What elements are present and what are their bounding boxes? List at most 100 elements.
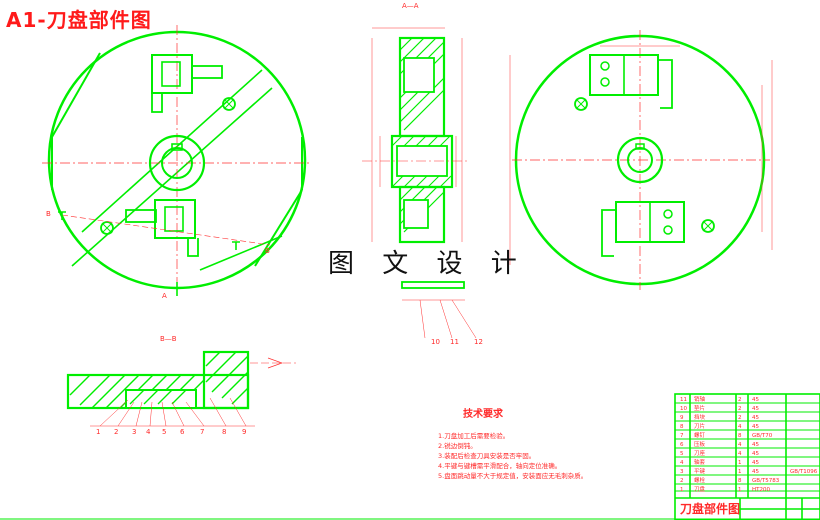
right-holder-bottom-bolt-a (663, 209, 673, 219)
left-section-arrow-bl (58, 211, 66, 220)
title-block-cell: 1 (738, 487, 742, 493)
left-holder-top-blade (191, 65, 223, 79)
title-block-cell: GB/T70 (752, 433, 773, 439)
mid-bottom-detail (401, 281, 465, 289)
right-holder-top-bolt-b (600, 77, 610, 87)
part-number-label: 6 (180, 428, 185, 436)
title-block-cell: 4 (738, 451, 742, 457)
title-block-cell: 7 (680, 433, 684, 439)
left-section-bb-line (61, 214, 271, 246)
title-block-cell: 11 (680, 397, 687, 403)
left-holder-top-inner (161, 61, 181, 87)
title-block-frame (674, 393, 820, 520)
part-number-label: 4 (146, 428, 151, 436)
left-disc-bore (161, 147, 193, 179)
left-disc-edge-lower (254, 189, 303, 267)
right-bolt-hole-lower (701, 219, 715, 233)
title-block-cell: HT200 (752, 487, 770, 493)
section-label-bb: B—B (160, 335, 177, 343)
section-mark-b-left: B (46, 210, 51, 218)
requirement-item: 4.平键与键槽需平滑配合，轴向定位准确。 (438, 462, 562, 470)
title-block-cell: 垫片 (694, 404, 705, 412)
section-mark-b-right: B (265, 247, 270, 255)
right-holder-bottom-arm (601, 209, 616, 257)
drawing-title: A1-刀盘部件图 (6, 8, 152, 32)
title-block-cell: 轴套 (694, 458, 706, 466)
section-label-aa: A—A (402, 2, 419, 10)
requirement-item: 5.盘面跳动量不大于规定值，安装面应无毛刺杂质。 (438, 472, 588, 480)
left-disc-keyway (171, 143, 183, 151)
section-mark-a: A (162, 292, 167, 300)
title-block-cell: 挡块 (694, 413, 706, 421)
title-block-cell: 2 (738, 415, 742, 421)
left-holder-bottom-blade (125, 209, 157, 223)
left-disc-diagonal-b (81, 69, 263, 233)
title-block-cell: 10 (680, 406, 687, 412)
requirement-item: 3.装配后检查刀具安装是否牢固。 (438, 452, 536, 460)
right-disc-hub (616, 136, 664, 184)
title-block-cell: 8 (680, 424, 684, 430)
left-holder-top-arm (151, 93, 163, 113)
title-block-cell: 5 (680, 451, 684, 457)
title-block-cell: 4 (680, 460, 684, 466)
bb-raised-block (202, 350, 250, 410)
left-holder-bottom-arm (187, 238, 199, 257)
right-disc-view (509, 30, 773, 290)
right-disc-keyway (635, 143, 645, 150)
title-block-cell: 1 (738, 469, 742, 475)
title-block-cell: 平键 (694, 467, 706, 475)
title-block-cell: 1 (738, 460, 742, 466)
left-disc-view (42, 25, 312, 296)
left-bolt-hole-upper (222, 97, 236, 111)
right-holder-top-arm (658, 59, 673, 109)
title-block-cell: 刀盘 (694, 485, 706, 493)
requirement-item: 1.刀盘加工后需要检验。 (438, 432, 510, 440)
left-holder-bottom-inner (164, 206, 184, 232)
right-holder-bottom-bolt-b (663, 225, 673, 235)
title-block-cell: 压板 (694, 440, 706, 448)
left-disc-diagonal-c (199, 235, 283, 271)
left-disc-hub (148, 134, 206, 192)
left-bolt-hole-lower (100, 221, 114, 235)
title-block-cell: 3 (680, 469, 684, 475)
watermark-text: 图 文 设 计 (328, 249, 527, 279)
bb-leader-lines (90, 397, 255, 427)
right-bolt-hole-upper (574, 97, 588, 111)
bb-arrow (267, 357, 284, 369)
title-block-cell: 45 (752, 424, 759, 430)
title-block-cell: 4 (738, 424, 742, 430)
part-number-label: 7 (200, 428, 205, 436)
bb-section-view (66, 350, 296, 427)
title-block-cell: 2 (680, 478, 684, 484)
title-block-cell: 45 (752, 442, 759, 448)
mid-cutter-slot-top (403, 57, 435, 93)
part-number-label: 9 (242, 428, 247, 436)
requirement-item: 2.锐边倒钝。 (438, 442, 477, 450)
title-block-rows (675, 402, 820, 492)
part-number-label: 8 (222, 428, 227, 436)
title-block-cell: 45 (752, 460, 759, 466)
title-block-cell: 4 (738, 442, 742, 448)
part-number-label: 1 (96, 428, 101, 436)
part-number-label: 12 (474, 338, 483, 346)
part-number-label: 2 (114, 428, 119, 436)
title-block-cell: 6 (680, 442, 684, 448)
title-block-cell: 45 (752, 406, 759, 412)
mid-hatch-hub (391, 135, 452, 188)
bb-insert (125, 389, 197, 409)
mid-cutter-slot-bottom (403, 199, 429, 229)
title-block-cell: 刀座 (694, 449, 706, 457)
title-block-cell: 45 (752, 397, 759, 403)
title-block-cell: 螺钉 (694, 431, 706, 439)
title-block-cell: 45 (752, 469, 759, 475)
mid-hub (390, 134, 454, 189)
left-holder-bottom (154, 199, 196, 239)
title-block-cell: 螺栓 (694, 476, 706, 484)
left-holder-top (151, 54, 193, 94)
right-dimension-lines (509, 45, 773, 265)
left-section-arrow-br (232, 241, 240, 250)
part-number-label: 5 (162, 428, 167, 436)
title-block-cell: GB/T5783 (752, 478, 780, 484)
